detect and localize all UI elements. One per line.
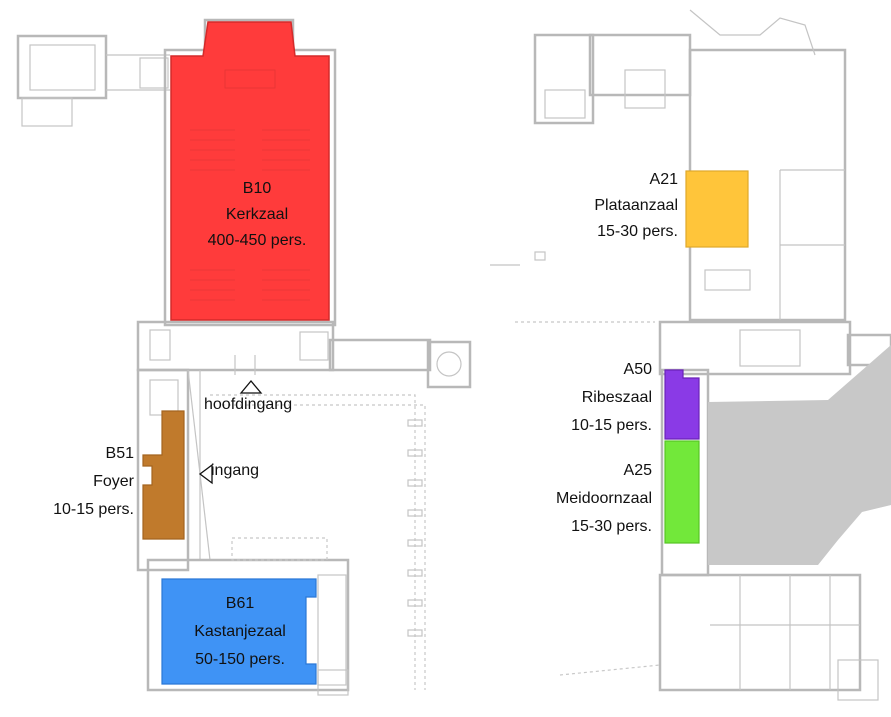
side-entrance-label: ingang [211, 462, 260, 479]
main-entrance-triangle-icon [239, 379, 263, 394]
room-b51-code: B51 [105, 445, 134, 462]
room-b61-kastanjezaal-area[interactable] [161, 578, 317, 685]
room-b61-label: B61 Kastanjezaal 50-150 pers. [172, 590, 308, 674]
room-a50-label: A50 Ribeszaal 10-15 pers. [540, 356, 652, 440]
side-entrance-triangle-icon [198, 463, 213, 485]
room-a50-name: Ribeszaal [581, 389, 652, 406]
room-b51-label: B51 Foyer 10-15 pers. [20, 440, 134, 524]
main-entrance-label: hoofdingang [204, 396, 293, 413]
room-b10-capacity: 400-450 pers. [207, 232, 307, 249]
room-a50-capacity: 10-15 pers. [571, 417, 652, 434]
room-b61-code: B61 [225, 595, 255, 612]
room-a50-code: A50 [623, 361, 652, 378]
room-b51-name: Foyer [93, 473, 134, 490]
room-a25-name: Meidoornzaal [555, 490, 652, 507]
room-a21-name: Plataanzaal [594, 197, 678, 214]
room-a21-label: A21 Plataanzaal 15-30 pers. [560, 167, 678, 245]
room-b10-label: B10 Kerkzaal 400-450 pers. [188, 176, 326, 254]
building-b-outline [16, 18, 472, 696]
room-a25-label: A25 Meidoornzaal 15-30 pers. [530, 457, 652, 541]
room-a21-code: A21 [649, 171, 678, 188]
room-a25-meidoornzaal-area[interactable] [664, 440, 700, 544]
room-b10-code: B10 [242, 180, 272, 197]
room-b10-kerkzaal-area[interactable] [170, 21, 330, 321]
room-a21-capacity: 15-30 pers. [597, 223, 678, 240]
room-b61-capacity: 50-150 pers. [195, 651, 285, 668]
room-a21-plataanzaal-area[interactable] [685, 170, 749, 248]
room-a25-capacity: 15-30 pers. [571, 518, 652, 535]
room-a50-ribeszaal-area[interactable] [664, 369, 700, 440]
room-b10-name: Kerkzaal [225, 206, 289, 223]
building-a-outline [490, 9, 891, 701]
courtyard-area [708, 345, 891, 565]
room-b51-capacity: 10-15 pers. [53, 501, 134, 518]
room-b61-name: Kastanjezaal [194, 623, 286, 640]
room-b51-foyer-area[interactable] [142, 410, 185, 540]
room-a25-code: A25 [623, 462, 652, 479]
